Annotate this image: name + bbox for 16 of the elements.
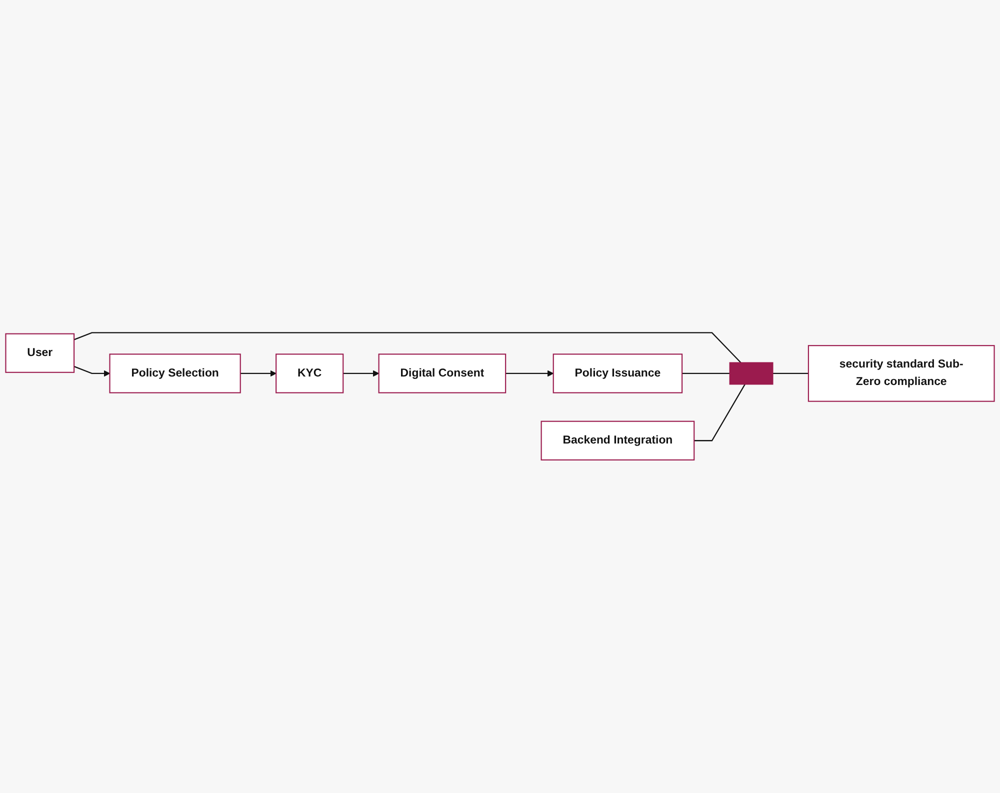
arrow — [343, 370, 380, 377]
connector — [682, 373, 730, 374]
node-box: security standard Sub-Zero compliance — [808, 345, 995, 402]
connector — [74, 332, 742, 364]
node-box: Backend Integration — [540, 420, 695, 461]
arrow — [74, 366, 110, 377]
node-box: User — [5, 333, 75, 374]
node-box: Policy Selection — [109, 354, 241, 394]
arrow — [240, 370, 276, 377]
node-box: Policy Issuance — [552, 354, 683, 394]
connector — [772, 373, 808, 374]
node-box — [729, 362, 774, 385]
node-box: KYC — [276, 354, 344, 394]
node-box: Digital Consent — [378, 354, 506, 394]
arrow — [506, 370, 554, 377]
connector — [694, 384, 746, 442]
